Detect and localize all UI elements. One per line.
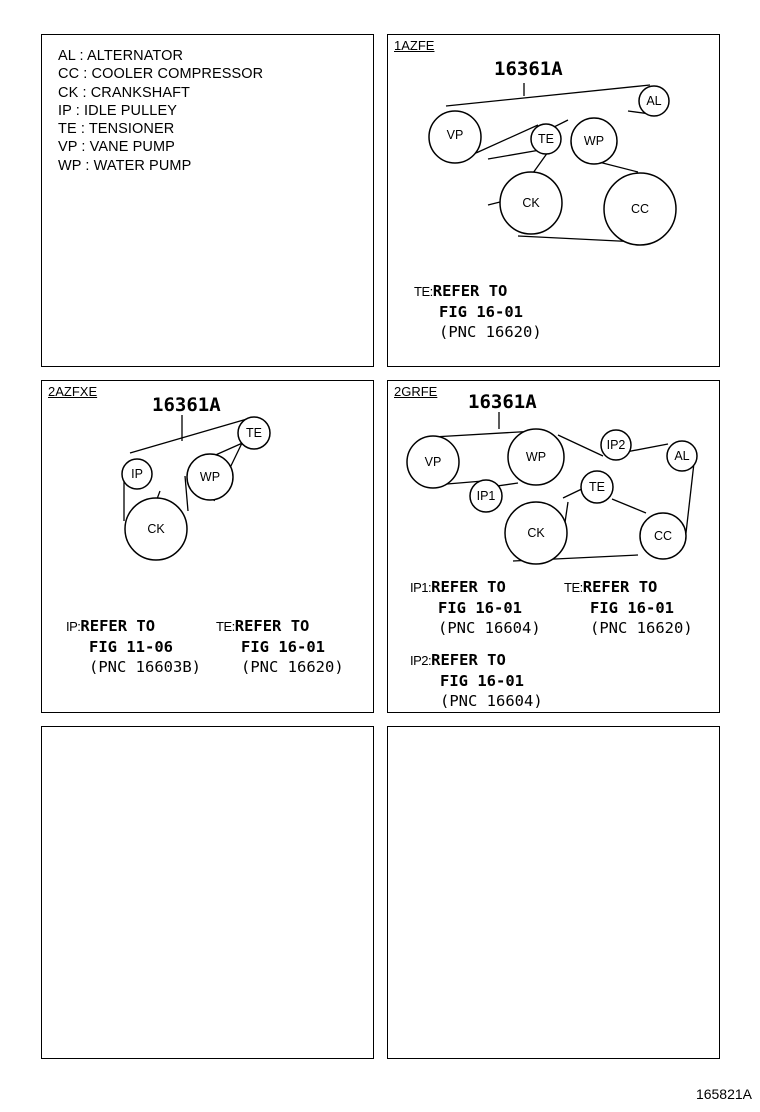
pulley-label: TE — [538, 132, 554, 146]
ref-pnc: (PNC 16620) — [241, 658, 344, 676]
part-number: 16361A — [494, 58, 563, 80]
panel-2grfe: 2GRFE 16361A VP WP IP2 AL IP1 TE CK — [387, 380, 720, 713]
ref-line: FIG 16-01 — [440, 672, 524, 690]
belt-diagram: TE IP WP CK — [121, 415, 271, 561]
pulley-te — [237, 416, 271, 450]
ref-line: REFER TO — [432, 282, 508, 300]
pulley-cc — [603, 172, 677, 246]
ref-prefix: TE: — [564, 580, 583, 595]
panel-1azfe: 1AZFE 16361A VP TE WP AL CK CC TE:REFER … — [387, 34, 720, 367]
reference-note: IP1:REFER TO FIG 16-01 (PNC 16604) — [410, 577, 541, 638]
engine-tag: 2AZFXE — [48, 384, 98, 399]
pulley-label: AL — [674, 449, 689, 463]
ref-pnc: (PNC 16604) — [440, 692, 543, 710]
pulley-vp — [428, 110, 482, 164]
pulley-ck — [504, 501, 568, 565]
legend-item: IP : IDLE PULLEY — [58, 102, 178, 119]
pulley-label: VP — [425, 455, 442, 469]
pulley-cc — [639, 512, 687, 560]
legend-item: AL : ALTERNATOR — [58, 48, 184, 64]
belt — [123, 415, 248, 521]
engine-tag: 2GRFE — [394, 384, 438, 399]
pulley-wp — [570, 117, 618, 165]
pulley-label: TE — [589, 480, 605, 494]
reference-note: TE:REFER TO FIG 16-01 (PNC 16620) — [564, 577, 693, 638]
reference-note: TE:REFER TO FIG 16-01 (PNC 16620) — [414, 281, 542, 342]
ref-line: FIG 16-01 — [590, 599, 674, 617]
ref-pnc: (PNC 16620) — [439, 323, 542, 341]
legend-item: VP : VANE PUMP — [58, 139, 175, 156]
pulley-label: CK — [527, 526, 545, 540]
pulley-label: AL — [646, 94, 661, 108]
belt-diagram: VP WP IP2 AL IP1 TE CK CC — [406, 412, 698, 565]
ref-prefix: IP1: — [410, 580, 432, 595]
ref-line: FIG 11-06 — [89, 638, 173, 656]
pulley-al — [666, 440, 698, 472]
panel-2azfxe: 2AZFXE 16361A TE IP WP CK IP:REFER TO FI… — [41, 380, 374, 713]
ref-line: REFER TO — [80, 617, 156, 635]
part-number: 16361A — [468, 391, 537, 413]
pulley-te — [530, 123, 562, 155]
pulley-label: IP1 — [477, 489, 496, 503]
pulley-ip — [121, 458, 153, 490]
ref-prefix: IP: — [66, 619, 81, 634]
ref-prefix: TE: — [414, 284, 433, 299]
pulley-vp — [406, 435, 460, 489]
pulley-label: CC — [631, 202, 649, 216]
pulley-label: WP — [526, 450, 546, 464]
pulley-label: CK — [522, 196, 540, 210]
empty-panel — [387, 726, 720, 1059]
figure-number: 165821A — [695, 1086, 752, 1102]
pulley-label: TE — [246, 426, 262, 440]
pulley-wp — [507, 428, 565, 486]
pulley-te — [580, 470, 614, 504]
pulley-label: WP — [200, 470, 220, 484]
legend-item: WP : WATER PUMP — [58, 157, 192, 174]
pulley-label: IP2 — [607, 438, 626, 452]
engine-tag: 1AZFE — [394, 38, 435, 53]
ref-pnc: (PNC 16604) — [438, 619, 541, 637]
legend-panel: AL : ALTERNATOR CC : COOLER COMPRESSOR C… — [41, 34, 374, 367]
reference-note: IP2:REFER TO FIG 16-01 (PNC 16604) — [410, 650, 543, 711]
ref-line: FIG 16-01 — [438, 599, 522, 617]
pulley-label: IP — [131, 467, 143, 481]
pulley-label: CC — [654, 529, 672, 543]
ref-line: REFER TO — [431, 578, 506, 596]
part-number: 16361A — [152, 394, 221, 416]
ref-prefix: TE: — [216, 619, 235, 634]
pulley-wp — [186, 453, 234, 501]
ref-line: REFER TO — [582, 578, 658, 596]
ref-line: FIG 16-01 — [439, 303, 523, 321]
ref-pnc: (PNC 16603B) — [89, 658, 201, 676]
ref-line: REFER TO — [234, 617, 310, 635]
empty-panel — [41, 726, 374, 1059]
reference-note: TE:REFER TO FIG 16-01 (PNC 16620) — [216, 616, 344, 677]
ref-line: REFER TO — [431, 651, 506, 669]
legend-item: CC : COOLER COMPRESSOR — [58, 66, 264, 83]
pulley-al — [638, 85, 670, 117]
pulley-ip2 — [600, 429, 632, 461]
legend-list: AL : ALTERNATOR CC : COOLER COMPRESSOR C… — [58, 47, 263, 175]
pulley-label: VP — [447, 128, 464, 142]
ref-prefix: IP2: — [410, 653, 432, 668]
ref-pnc: (PNC 16620) — [590, 619, 693, 637]
legend-item: CK : CRANKSHAFT — [58, 84, 191, 101]
reference-note: IP:REFER TO FIG 11-06 (PNC 16603B) — [66, 616, 201, 677]
pulley-ck — [124, 497, 188, 561]
pulley-ck — [499, 171, 563, 235]
belt-diagram: VP TE WP AL CK CC — [428, 83, 677, 246]
ref-line: FIG 16-01 — [241, 638, 325, 656]
pulley-ip1 — [469, 479, 503, 513]
pulley-label: WP — [584, 134, 604, 148]
pulley-label: CK — [147, 522, 165, 536]
legend-item: TE : TENSIONER — [58, 121, 175, 138]
